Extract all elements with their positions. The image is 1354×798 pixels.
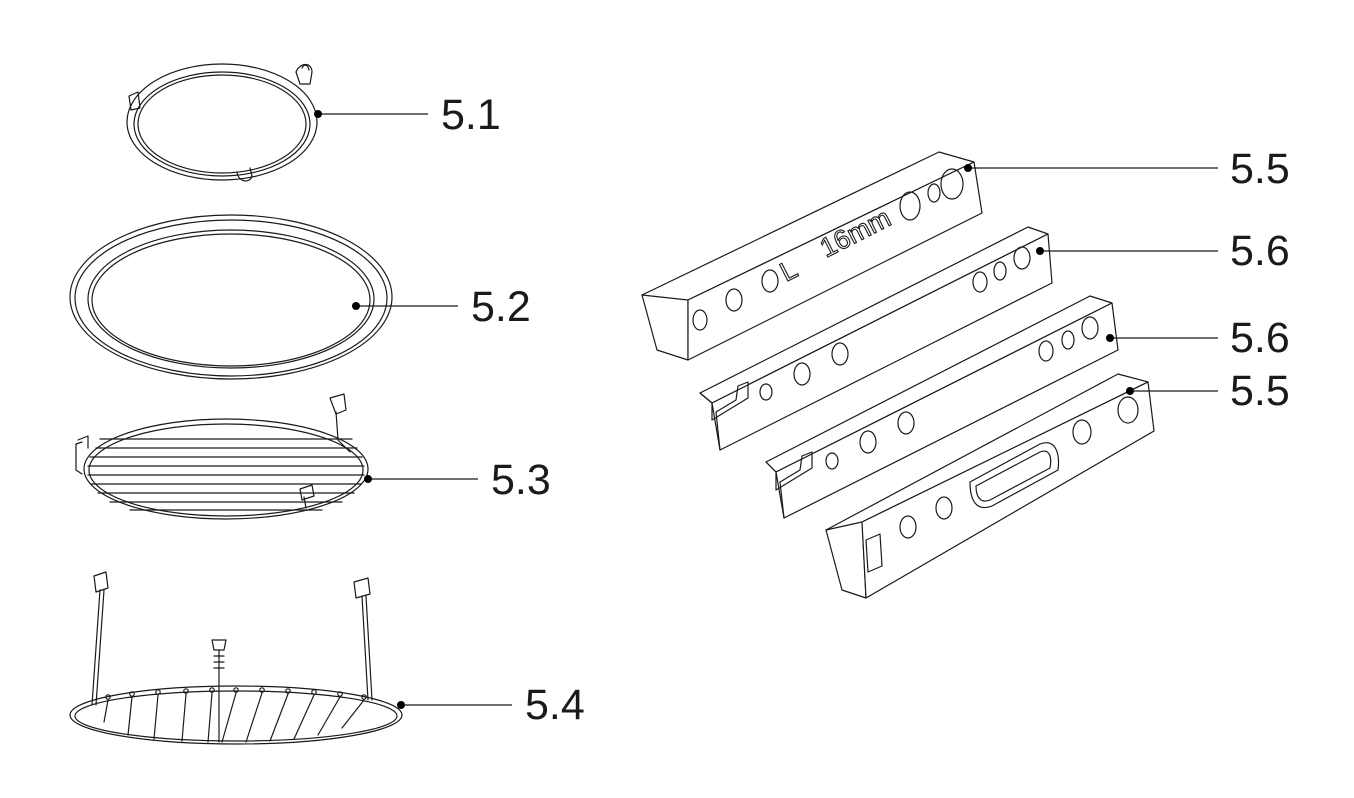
part-5-5-bottom-bar bbox=[825, 373, 1155, 599]
callout-5-5-bottom: 5.5 bbox=[1126, 367, 1290, 415]
callout-5-6-lower: 5.6 bbox=[1106, 314, 1290, 362]
callout-label: 5.6 bbox=[1230, 314, 1290, 362]
callout-5-4: 5.4 bbox=[397, 681, 585, 729]
part-5-4-lower-grille bbox=[69, 571, 403, 745]
callout-label: 5.5 bbox=[1230, 367, 1290, 415]
part-5-1-ring-clip bbox=[126, 63, 318, 182]
callout-label: 5.3 bbox=[491, 456, 551, 504]
part-5-6-upper-plate bbox=[699, 226, 1053, 451]
callout-5-3: 5.3 bbox=[364, 456, 551, 504]
callout-5-5-top: 5.5 bbox=[964, 145, 1290, 193]
callout-5-2: 5.2 bbox=[352, 283, 531, 331]
callout-5-6-upper: 5.6 bbox=[1036, 227, 1290, 275]
callout-label: 5.6 bbox=[1230, 227, 1290, 275]
callout-5-1: 5.1 bbox=[314, 91, 501, 139]
part-5-2-flat-ring bbox=[69, 214, 393, 380]
part-5-6-lower-plate bbox=[765, 295, 1119, 519]
callout-label: 5.1 bbox=[441, 91, 501, 139]
part-5-5-top-bar: L 16mm bbox=[641, 151, 983, 361]
callout-label: 5.4 bbox=[525, 681, 585, 729]
callout-label: 5.2 bbox=[471, 283, 531, 331]
part-5-3-oval-grille bbox=[75, 393, 369, 520]
callout-label: 5.5 bbox=[1230, 145, 1290, 193]
